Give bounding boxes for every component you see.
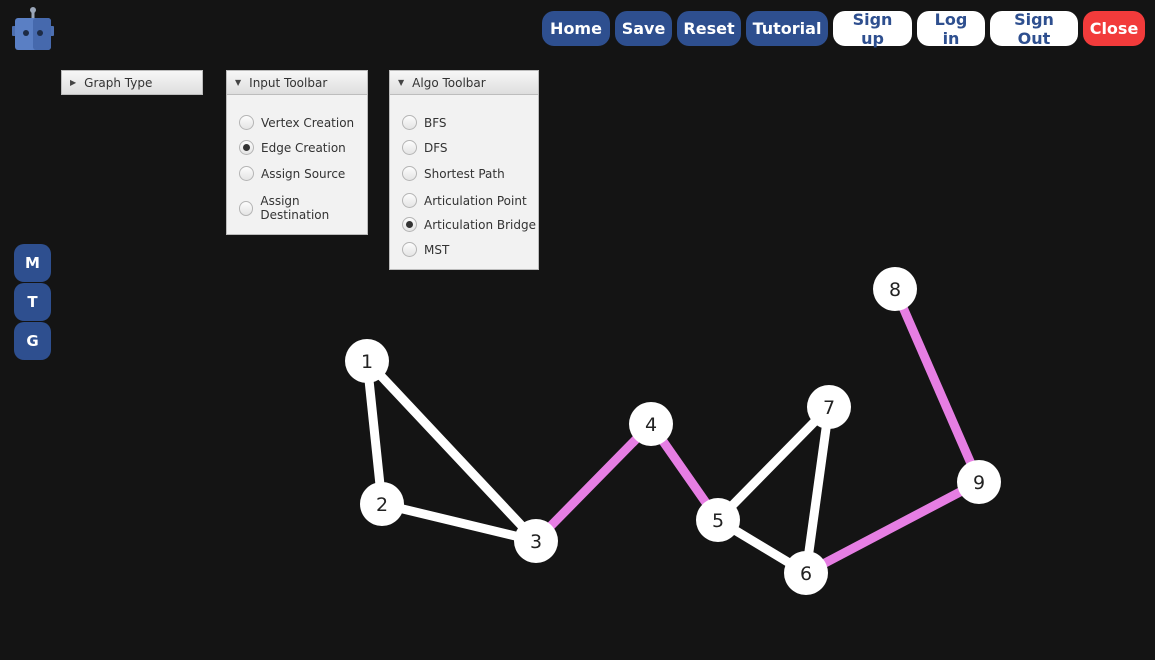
vertex-5[interactable]: 5 — [696, 498, 740, 542]
vertex-label: 3 — [530, 531, 542, 553]
graph-type-header[interactable]: ▶ Graph Type — [62, 71, 202, 95]
edge-1-3[interactable] — [363, 357, 540, 545]
top-toolbar: Home Save Reset Tutorial Sign up Log in … — [542, 10, 1145, 48]
radio-label: Assign Source — [261, 166, 346, 181]
vertex-6[interactable]: 6 — [784, 551, 828, 595]
radio-label: Assign Destination — [260, 194, 330, 222]
vertex-circle[interactable] — [873, 267, 917, 311]
vertex-3[interactable]: 3 — [514, 519, 558, 563]
radio-label: Shortest Path — [424, 166, 505, 181]
signout-button[interactable]: Sign Out — [990, 10, 1078, 48]
radio-mst[interactable]: MST — [402, 242, 449, 257]
radio-button-icon[interactable] — [402, 242, 417, 257]
side-toolbar: M T G — [14, 244, 51, 360]
vertex-circle[interactable] — [696, 498, 740, 542]
vertex-8[interactable]: 8 — [873, 267, 917, 311]
input-toolbar-panel: ▼ Input Toolbar Vertex Creation Edge Cre… — [226, 70, 368, 235]
vertex-9[interactable]: 9 — [957, 460, 1001, 504]
radio-label: Edge Creation — [261, 140, 346, 155]
m-button[interactable]: M — [14, 244, 51, 282]
radio-label: MST — [424, 242, 450, 257]
radio-label: Vertex Creation — [261, 115, 355, 130]
edge-7-6[interactable] — [801, 406, 834, 574]
algo-toolbar-title: Algo Toolbar — [412, 75, 486, 90]
home-button[interactable]: Home — [542, 11, 610, 46]
vertex-label: 1 — [361, 351, 373, 373]
vertex-2[interactable]: 2 — [360, 482, 404, 526]
vertex-7[interactable]: 7 — [807, 385, 851, 429]
vertex-label: 4 — [645, 414, 657, 436]
t-button[interactable]: T — [14, 283, 51, 321]
bridge-edge-3-4[interactable] — [532, 420, 655, 545]
radio-button-icon[interactable] — [239, 115, 254, 130]
edge-1-2[interactable] — [362, 360, 387, 505]
vertex-label: 5 — [712, 510, 724, 532]
radio-label: Articulation Point — [424, 193, 527, 208]
radio-label: Articulation Bridge — [424, 217, 536, 232]
input-toolbar-title: Input Toolbar — [249, 75, 328, 90]
vertex-circle[interactable] — [957, 460, 1001, 504]
radio-assign-destination[interactable]: Assign Destination — [239, 194, 367, 222]
vertex-circle[interactable] — [345, 339, 389, 383]
vertex-label: 9 — [973, 472, 985, 494]
vertex-circle[interactable] — [807, 385, 851, 429]
g-button[interactable]: G — [14, 322, 51, 360]
vertex-circle[interactable] — [514, 519, 558, 563]
reset-button[interactable]: Reset — [677, 11, 741, 46]
signup-button[interactable]: Sign up — [833, 10, 912, 48]
chevron-down-icon: ▼ — [235, 78, 242, 87]
radio-button-icon[interactable] — [402, 217, 417, 232]
vertex-1[interactable]: 1 — [345, 339, 389, 383]
vertex-label: 6 — [800, 563, 812, 585]
radio-button-icon[interactable] — [239, 200, 254, 216]
vertex-circle[interactable] — [360, 482, 404, 526]
radio-label: DFS — [424, 140, 448, 155]
radio-button-icon[interactable] — [239, 166, 254, 181]
graph-type-panel: ▶ Graph Type — [61, 70, 203, 95]
radio-articulation-bridge[interactable]: Articulation Bridge — [402, 217, 536, 232]
algo-toolbar-header[interactable]: ▼ Algo Toolbar — [390, 71, 538, 95]
radio-button-icon[interactable] — [239, 140, 254, 155]
bridge-edge-6-9[interactable] — [803, 478, 982, 577]
chevron-down-icon: ▼ — [398, 78, 405, 87]
edge-2-3[interactable] — [380, 499, 538, 546]
radio-label: BFS — [424, 115, 447, 130]
radio-dfs[interactable]: DFS — [402, 140, 448, 155]
radio-vertex-creation[interactable]: Vertex Creation — [239, 115, 354, 130]
save-button[interactable]: Save — [615, 11, 672, 46]
robot-logo-icon — [12, 7, 54, 50]
edge-5-7[interactable] — [714, 403, 833, 524]
input-toolbar-header[interactable]: ▼ Input Toolbar — [227, 71, 367, 95]
radio-button-icon[interactable] — [402, 115, 417, 130]
login-button[interactable]: Log in — [917, 10, 985, 48]
vertex-label: 2 — [376, 494, 388, 516]
bridge-edge-8-9[interactable] — [890, 287, 984, 484]
vertex-circle[interactable] — [629, 402, 673, 446]
vertex-label: 7 — [823, 397, 835, 419]
chevron-right-icon: ▶ — [70, 78, 77, 87]
radio-bfs[interactable]: BFS — [402, 115, 447, 130]
radio-button-icon[interactable] — [402, 193, 417, 208]
radio-edge-creation[interactable]: Edge Creation — [239, 140, 346, 155]
radio-articulation-point[interactable]: Articulation Point — [402, 193, 527, 208]
tutorial-button[interactable]: Tutorial — [746, 11, 828, 46]
graph-type-title: Graph Type — [84, 75, 153, 90]
algo-toolbar-panel: ▼ Algo Toolbar BFS DFS Shortest Path Art… — [389, 70, 539, 270]
vertex-circle[interactable] — [784, 551, 828, 595]
vertex-label: 8 — [889, 279, 901, 301]
radio-shortest-path[interactable]: Shortest Path — [402, 166, 505, 181]
radio-button-icon[interactable] — [402, 166, 417, 181]
radio-assign-source[interactable]: Assign Source — [239, 166, 345, 181]
close-button[interactable]: Close — [1083, 11, 1145, 46]
vertex-4[interactable]: 4 — [629, 402, 673, 446]
radio-button-icon[interactable] — [402, 140, 417, 155]
